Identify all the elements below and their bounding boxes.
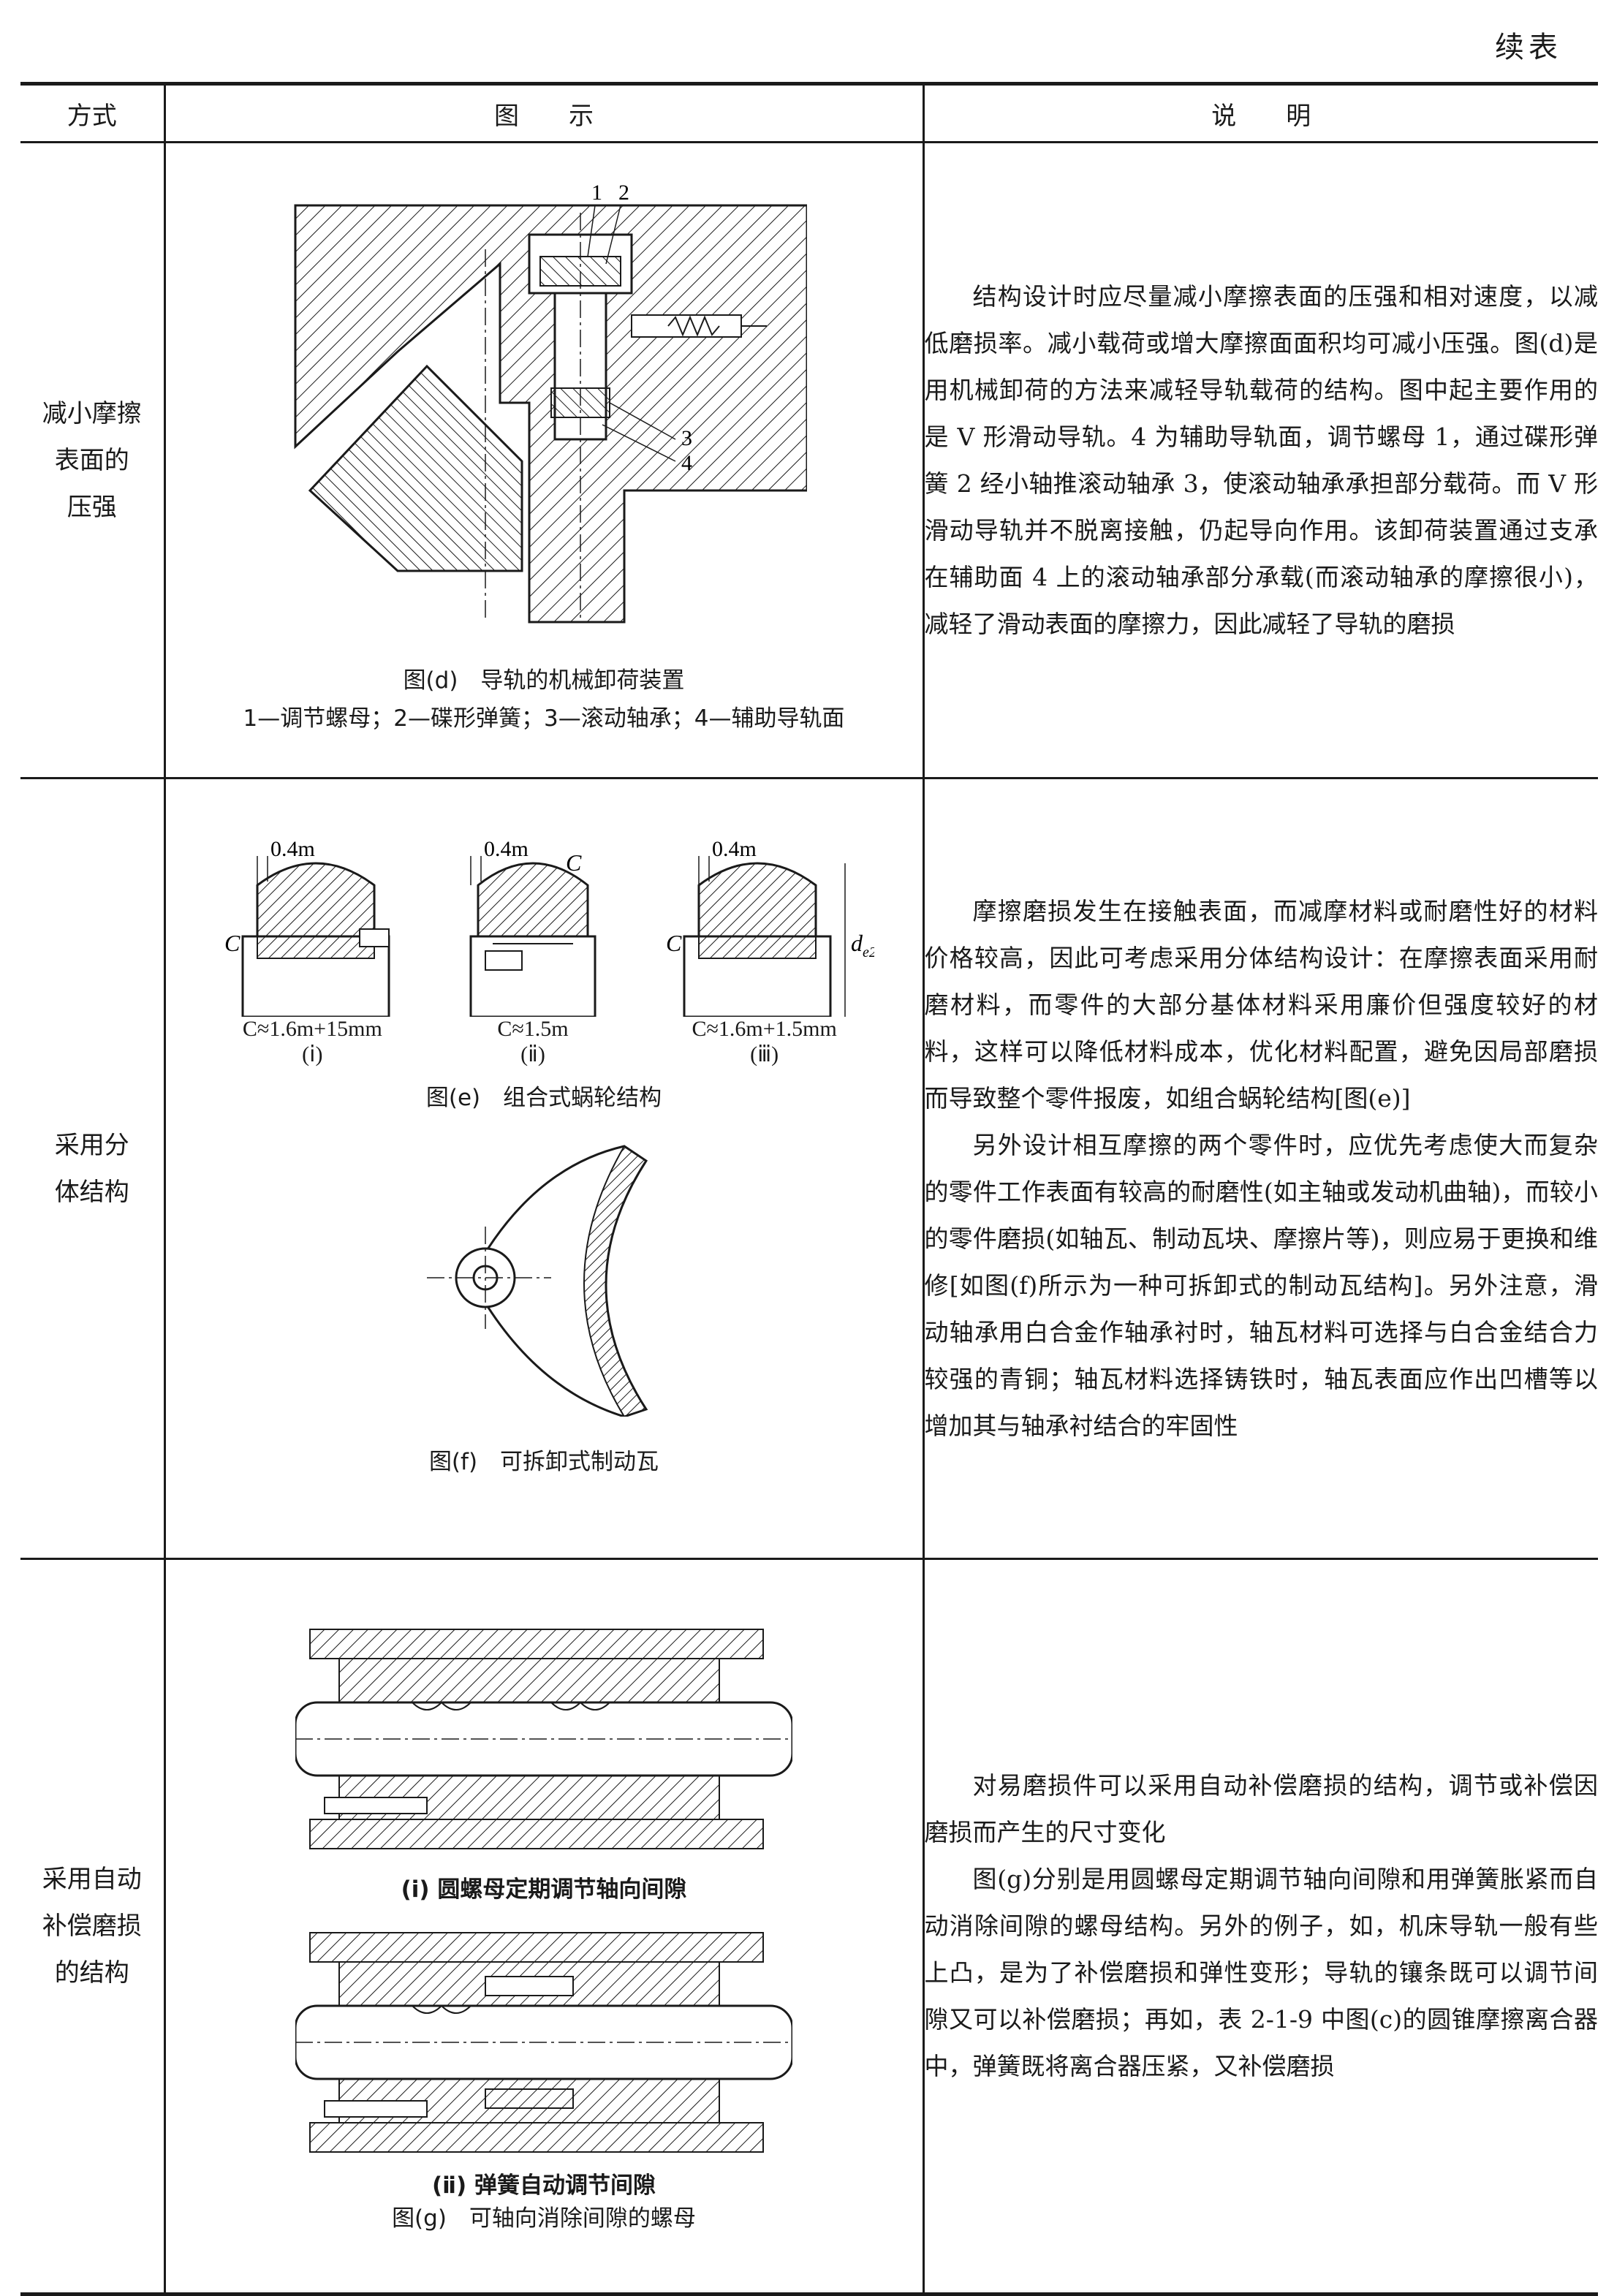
content-table: 方式 图 示 说 明 减小摩擦 表面的 压强 — [20, 82, 1598, 2296]
formula-1: C≈1.6m+15mm — [242, 1017, 382, 1041]
description-cell: 对易磨损件可以采用自动补偿磨损的结构，调节或补偿因磨损而产生的尺寸变化 图(g)… — [922, 1558, 1598, 2296]
col-header-figure: 图 示 — [163, 82, 925, 143]
col-header-method: 方式 — [20, 82, 166, 143]
figure-cell: 1 2 3 4 图(d) 导轨的机械卸荷装置 1—调节螺母；2—碟形弹簧；3—滚… — [163, 141, 925, 779]
worm-subfig-2: 0.4m C C≈1.5m (ⅱ) — [449, 827, 617, 1067]
table-row: 减小摩擦 表面的 压强 — [20, 141, 1598, 779]
spring-nut-diagram — [295, 1932, 792, 2153]
callout-1: 1 — [591, 183, 602, 205]
worm-subfigures: 0.4m C C≈1.6m+15mm (ⅰ) 0.4m — [166, 827, 923, 1067]
col-header-description: 说 明 — [922, 82, 1598, 143]
formula-3: C≈1.6m+1.5mm — [692, 1017, 837, 1041]
roman-2: (ⅱ) — [520, 1042, 545, 1066]
formula-2: C≈1.5m — [497, 1017, 569, 1041]
figure-g-sub2-caption: (ⅱ) 弹簧自动调节间隙 — [432, 2172, 656, 2199]
figure-f-caption: 图(f) 可拆卸式制动瓦 — [428, 1449, 659, 1475]
callout-4: 4 — [681, 451, 692, 475]
svg-text:0.4m: 0.4m — [270, 837, 315, 861]
round-nut-diagram — [295, 1629, 792, 1849]
callout-2: 2 — [618, 183, 629, 205]
svg-text:C: C — [666, 930, 682, 956]
roman-1: (ⅰ) — [302, 1042, 323, 1066]
svg-text:0.4m: 0.4m — [712, 837, 757, 861]
method-cell: 采用自动 补偿磨损 的结构 — [20, 1558, 166, 2296]
svg-text:C: C — [224, 930, 240, 956]
callout-3: 3 — [681, 426, 692, 450]
worm-diagram-3: 0.4m C de2 — [666, 837, 874, 1017]
description-cell: 摩擦磨损发生在接触表面，而减摩材料或耐磨性好的材料价格较高，因此可考虑采用分体结… — [922, 777, 1598, 1560]
figure-g-sub1-caption: (ⅰ) 圆螺母定期调节轴向间隙 — [401, 1876, 687, 1903]
figure-d-caption: 图(d) 导轨的机械卸荷装置 — [403, 667, 685, 694]
svg-text:C: C — [566, 849, 582, 876]
roman-3: (ⅲ) — [750, 1042, 779, 1066]
guide-rail-unloading-diagram: 1 2 3 4 — [294, 183, 807, 623]
table-row: 采用自动 补偿磨损 的结构 (ⅰ) 圆螺母定期调节轴向间隙 — [20, 1558, 1598, 2296]
continued-label: 续表 — [1495, 31, 1562, 64]
figure-cell: (ⅰ) 圆螺母定期调节轴向间隙 (ⅱ) 弹簧自动调节间隙 图(g) 可轴向消除间… — [163, 1558, 925, 2296]
worm-subfig-3: 0.4m C de2 C≈1.6m+1.5mm (ⅲ) — [655, 827, 874, 1067]
worm-subfig-1: 0.4m C C≈1.6m+15mm (ⅰ) — [213, 827, 411, 1067]
figure-g-caption: 图(g) 可轴向消除间隙的螺母 — [392, 2205, 696, 2232]
method-cell: 采用分 体结构 — [20, 777, 166, 1560]
svg-text:de2: de2 — [851, 930, 874, 961]
figure-d-legend: 1—调节螺母；2—碟形弹簧；3—滚动轴承；4—辅助导轨面 — [243, 705, 845, 732]
header-row: 方式 图 示 说 明 — [20, 82, 1598, 143]
figure-cell: 0.4m C C≈1.6m+15mm (ⅰ) 0.4m — [163, 777, 925, 1560]
table-row: 采用分 体结构 0.4m C — [20, 777, 1598, 1560]
worm-diagram-1: 0.4m C — [224, 837, 390, 1017]
method-cell: 减小摩擦 表面的 压强 — [20, 141, 166, 779]
figure-e-caption: 图(e) 组合式蜗轮结构 — [425, 1085, 662, 1111]
worm-diagram-2: 0.4m C — [469, 837, 596, 1017]
brake-shoe-diagram — [427, 1145, 648, 1417]
description-cell: 结构设计时应尽量减小摩擦表面的压强和相对速度，以减低磨损率。减小载荷或增大摩擦面… — [922, 141, 1598, 779]
svg-text:0.4m: 0.4m — [484, 837, 529, 861]
